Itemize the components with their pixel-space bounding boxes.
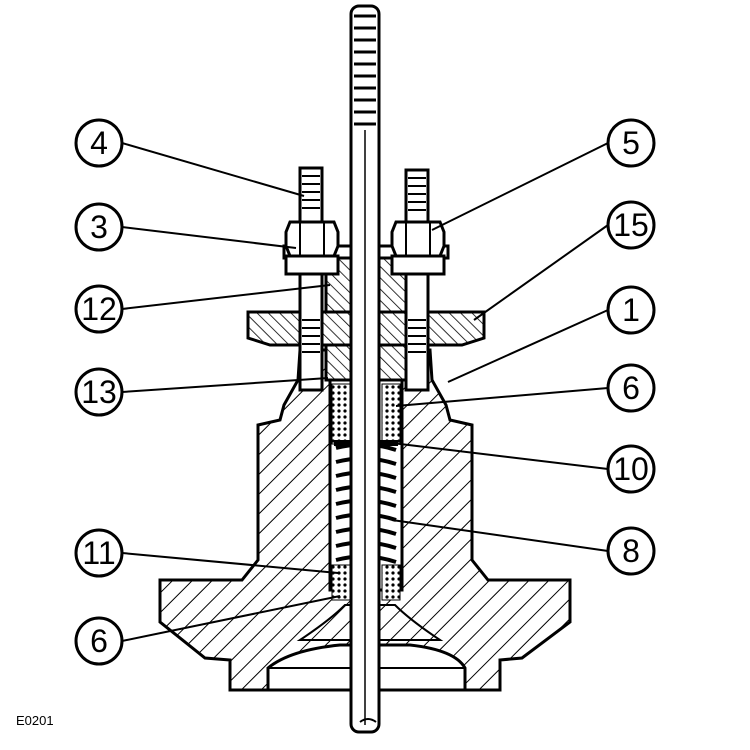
callout-label: 6 (90, 623, 108, 659)
packing-ring-upper-left (331, 383, 351, 445)
valve-stem (349, 4, 381, 734)
callout-label: 1 (622, 292, 640, 328)
nut-left (284, 220, 340, 258)
washer-right (390, 254, 446, 276)
callout-4: 4 (74, 118, 124, 168)
leader-1 (447, 309, 609, 383)
leader-3 (121, 226, 297, 249)
stud-left (298, 166, 324, 392)
callout-13: 13 (74, 367, 124, 417)
callout-12: 12 (74, 284, 124, 334)
callout-11: 11 (74, 528, 124, 578)
callout-label: 5 (622, 125, 640, 161)
stud-right (404, 168, 430, 392)
callout-1: 1 (606, 285, 656, 335)
callout-6-lower: 6 (74, 616, 124, 666)
callout-8: 8 (606, 526, 656, 576)
callout-label: 3 (90, 209, 108, 245)
callout-6-upper: 6 (606, 363, 656, 413)
leader-5 (431, 142, 609, 231)
callout-10: 10 (606, 444, 656, 494)
packing-ring-lower-left (331, 564, 351, 601)
leader-12 (121, 284, 331, 310)
callout-label: 10 (613, 451, 649, 487)
packing-ring-lower-right (381, 564, 401, 601)
leader-4 (121, 142, 305, 197)
leader-8 (391, 519, 609, 552)
leader-11 (121, 552, 339, 574)
callout-3: 3 (74, 202, 124, 252)
packing-ring-upper-right (381, 383, 401, 445)
leader-10 (391, 442, 609, 470)
washer-left (284, 254, 340, 276)
leader-6a (121, 595, 341, 642)
leader-lines (121, 142, 609, 642)
leader-13 (121, 377, 329, 393)
callout-label: 6 (622, 370, 640, 406)
callout-label: 4 (90, 125, 108, 161)
callout-label: 13 (81, 374, 117, 410)
callout-5: 5 (606, 118, 656, 168)
figure-code: E0201 (16, 713, 54, 728)
leader-15 (473, 224, 609, 321)
callout-label: 11 (82, 535, 115, 571)
callout-label: 12 (81, 291, 117, 327)
leader-6b (395, 387, 609, 407)
callout-15: 15 (606, 200, 656, 250)
callout-label: 8 (622, 533, 640, 569)
callout-label: 15 (613, 207, 649, 243)
